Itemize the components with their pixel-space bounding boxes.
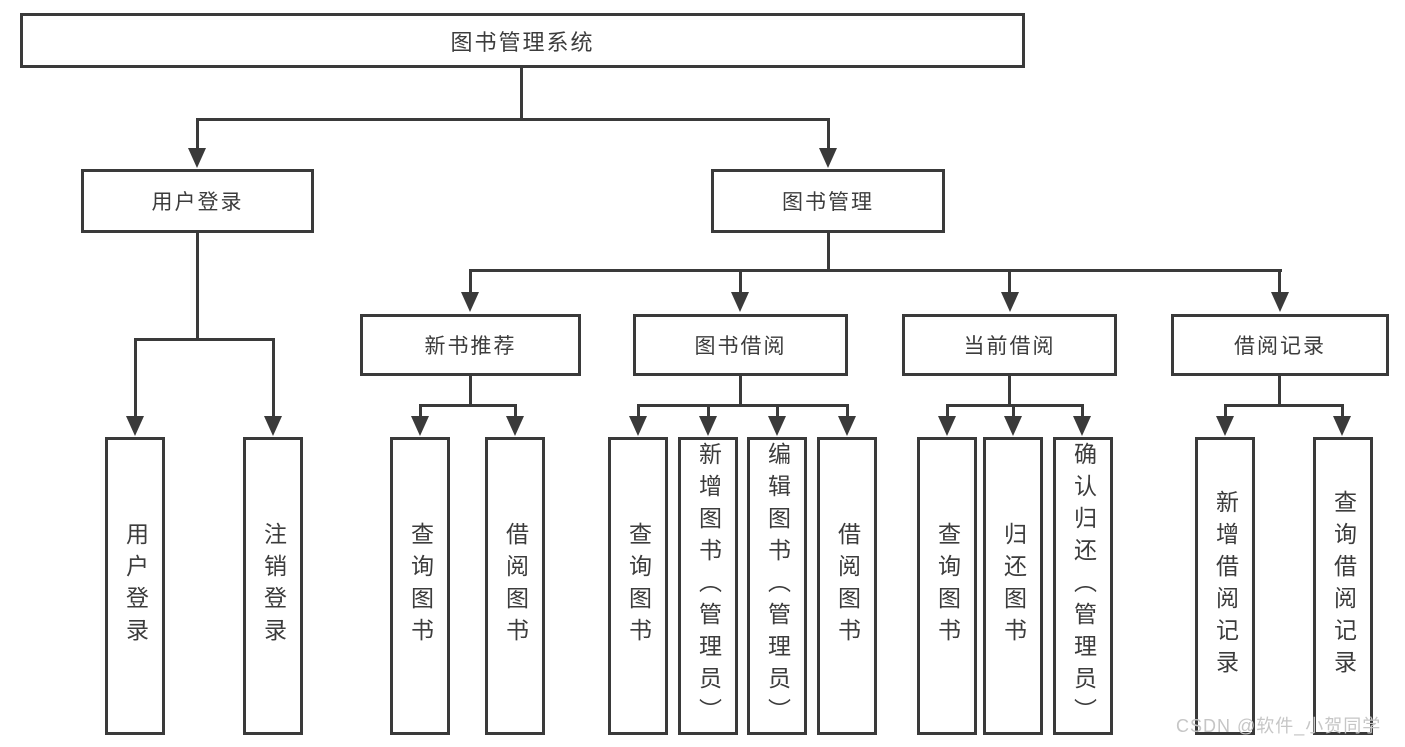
arrowhead-icon bbox=[461, 292, 479, 312]
v-line bbox=[514, 404, 517, 420]
v-line bbox=[134, 338, 137, 418]
node-user-login: 用户登录 bbox=[81, 169, 314, 233]
v-line bbox=[1012, 404, 1015, 420]
leaf-logout: 注销登录 bbox=[243, 437, 303, 735]
node-user-login-label: 用户登录 bbox=[151, 191, 244, 214]
v-line bbox=[776, 404, 779, 420]
leaf-return-book: 归还图书 bbox=[983, 437, 1043, 735]
leaf-label: 用户登录 bbox=[122, 522, 149, 650]
v-line bbox=[1224, 404, 1227, 420]
arrowhead-icon bbox=[506, 416, 524, 436]
leaf-label: 确认归还（管理员） bbox=[1070, 442, 1097, 730]
leaf-label: 新增借阅记录 bbox=[1212, 490, 1239, 682]
leaf-label: 注销登录 bbox=[260, 522, 287, 650]
leaf-label: 查询图书 bbox=[407, 522, 434, 650]
v-line bbox=[1278, 269, 1281, 296]
leaf-query-borrow-record: 查询借阅记录 bbox=[1313, 437, 1373, 735]
v-line bbox=[846, 404, 849, 420]
v-line bbox=[272, 338, 275, 418]
leaf-borrow-books-recommend: 借阅图书 bbox=[485, 437, 545, 735]
h-line bbox=[469, 269, 1282, 272]
h-line bbox=[196, 118, 830, 121]
arrowhead-icon bbox=[126, 416, 144, 436]
node-book-borrow-label: 图书借阅 bbox=[694, 335, 787, 358]
node-current-borrow-label: 当前借阅 bbox=[963, 335, 1056, 358]
arrowhead-icon bbox=[838, 416, 856, 436]
v-line bbox=[1341, 404, 1344, 420]
leaf-add-borrow-record: 新增借阅记录 bbox=[1195, 437, 1255, 735]
arrowhead-icon bbox=[629, 416, 647, 436]
arrowhead-icon bbox=[1216, 416, 1234, 436]
v-line bbox=[469, 269, 472, 296]
leaf-query-books-current: 查询图书 bbox=[917, 437, 977, 735]
arrowhead-icon bbox=[264, 416, 282, 436]
v-line bbox=[1008, 376, 1011, 406]
arrowhead-icon bbox=[1004, 416, 1022, 436]
v-line bbox=[1278, 376, 1281, 406]
v-line bbox=[1008, 269, 1011, 296]
v-line bbox=[469, 376, 472, 406]
leaf-user-login: 用户登录 bbox=[105, 437, 165, 735]
arrowhead-icon bbox=[938, 416, 956, 436]
leaf-query-books-recommend: 查询图书 bbox=[390, 437, 450, 735]
arrowhead-icon bbox=[1271, 292, 1289, 312]
h-line bbox=[637, 404, 848, 407]
leaf-add-book-admin: 新增图书（管理员） bbox=[678, 437, 738, 735]
leaf-edit-book-admin: 编辑图书（管理员） bbox=[747, 437, 807, 735]
v-line bbox=[946, 404, 949, 420]
node-new-book-recommend-label: 新书推荐 bbox=[424, 335, 517, 358]
node-current-borrow: 当前借阅 bbox=[902, 314, 1117, 376]
node-borrow-records-label: 借阅记录 bbox=[1234, 335, 1326, 358]
h-line bbox=[946, 404, 1084, 407]
leaf-label: 借阅图书 bbox=[834, 522, 861, 650]
node-book-management-label: 图书管理 bbox=[782, 191, 874, 214]
leaf-label: 查询借阅记录 bbox=[1330, 490, 1357, 682]
leaf-label: 查询图书 bbox=[934, 522, 961, 650]
arrowhead-icon bbox=[1333, 416, 1351, 436]
leaf-label: 新增图书（管理员） bbox=[695, 442, 722, 730]
node-book-borrow: 图书借阅 bbox=[633, 314, 848, 376]
v-line bbox=[419, 404, 422, 420]
leaf-label: 借阅图书 bbox=[502, 522, 529, 650]
arrowhead-icon bbox=[731, 292, 749, 312]
v-line bbox=[637, 404, 640, 420]
h-line bbox=[1224, 404, 1344, 407]
node-root-label: 图书管理系统 bbox=[450, 29, 595, 55]
v-line bbox=[196, 233, 199, 341]
leaf-confirm-return-admin: 确认归还（管理员） bbox=[1053, 437, 1113, 735]
v-line bbox=[196, 118, 199, 152]
v-line bbox=[739, 376, 742, 406]
node-new-book-recommend: 新书推荐 bbox=[360, 314, 581, 376]
node-borrow-records: 借阅记录 bbox=[1171, 314, 1389, 376]
leaf-query-books-borrow: 查询图书 bbox=[608, 437, 668, 735]
h-line bbox=[419, 404, 517, 407]
arrowhead-icon bbox=[1001, 292, 1019, 312]
arrowhead-icon bbox=[188, 148, 206, 168]
v-line bbox=[1081, 404, 1084, 420]
v-line bbox=[827, 233, 830, 272]
leaf-label: 查询图书 bbox=[625, 522, 652, 650]
arrowhead-icon bbox=[1073, 416, 1091, 436]
arrowhead-icon bbox=[699, 416, 717, 436]
leaf-label: 编辑图书（管理员） bbox=[764, 442, 791, 730]
h-line bbox=[134, 338, 275, 341]
arrowhead-icon bbox=[411, 416, 429, 436]
v-line bbox=[739, 269, 742, 296]
v-line bbox=[520, 68, 523, 121]
leaf-borrow-books: 借阅图书 bbox=[817, 437, 877, 735]
arrowhead-icon bbox=[819, 148, 837, 168]
v-line bbox=[707, 404, 710, 420]
node-root: 图书管理系统 bbox=[20, 13, 1025, 68]
csdn-watermark: CSDN @软件_小贺同学 bbox=[1176, 716, 1382, 736]
node-book-management: 图书管理 bbox=[711, 169, 945, 233]
v-line bbox=[827, 118, 830, 152]
leaf-label: 归还图书 bbox=[1000, 522, 1027, 650]
arrowhead-icon bbox=[768, 416, 786, 436]
